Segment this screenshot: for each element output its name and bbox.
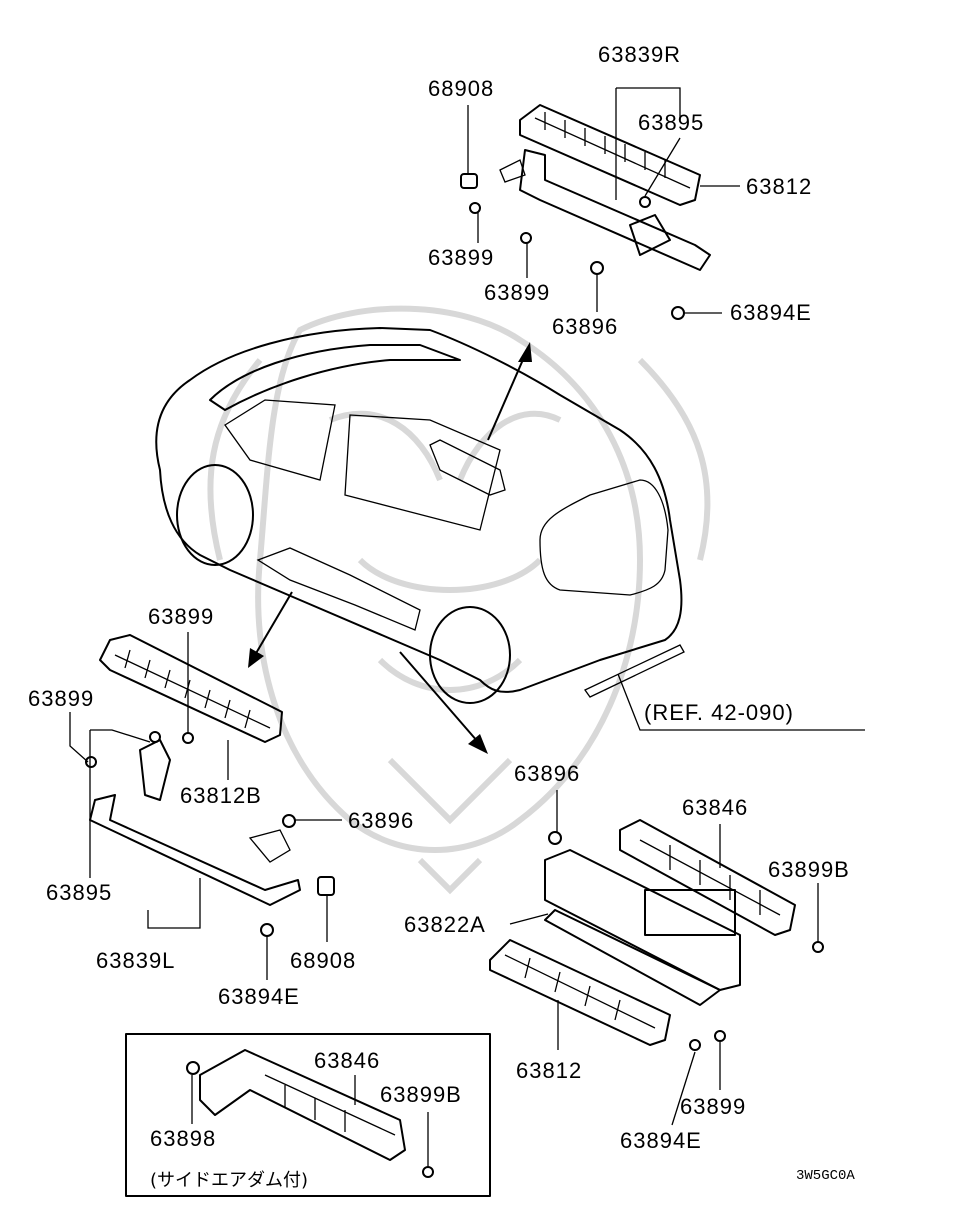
label-63812B: 63812B bbox=[180, 783, 262, 808]
inset-note: (サイドエアダム付) bbox=[150, 1170, 308, 1191]
label-63839L: 63839L bbox=[96, 948, 175, 973]
label-63839R: 63839R bbox=[598, 42, 681, 67]
vehicle-body bbox=[155, 327, 685, 704]
label-63894E-right: 63894E bbox=[620, 1128, 702, 1153]
label-68908-left: 68908 bbox=[290, 948, 356, 973]
label-63898: 63898 bbox=[150, 1126, 216, 1151]
label-63899-top-b: 63899 bbox=[484, 280, 550, 305]
direction-arrows bbox=[248, 342, 532, 754]
label-63896-left: 63896 bbox=[348, 808, 414, 833]
watermark-emblem bbox=[207, 305, 711, 895]
part-labels: 63839R 68908 63895 63812 63899 63899 638… bbox=[28, 42, 855, 1191]
label-63846-inset: 63846 bbox=[314, 1048, 380, 1073]
figure-code: 3W5GC0A bbox=[796, 1168, 855, 1184]
label-63899-left-b: 63899 bbox=[28, 686, 94, 711]
label-63899B-inset: 63899B bbox=[380, 1082, 462, 1107]
reference-note: (REF. 42-090) bbox=[644, 700, 794, 725]
label-63895-top: 63895 bbox=[638, 110, 704, 135]
label-63896-top: 63896 bbox=[552, 314, 618, 339]
label-63896-right: 63896 bbox=[514, 761, 580, 786]
label-63822A: 63822A bbox=[404, 912, 486, 937]
leader-lines bbox=[69, 87, 865, 1166]
inset-box bbox=[125, 1033, 491, 1197]
label-68908-top: 68908 bbox=[428, 76, 494, 101]
label-63899-left-a: 63899 bbox=[148, 604, 214, 629]
label-63899-right: 63899 bbox=[680, 1094, 746, 1119]
step-assembly-lower-right bbox=[489, 819, 824, 1051]
label-63899B-right: 63899B bbox=[768, 857, 850, 882]
label-63899-top-a: 63899 bbox=[428, 245, 494, 270]
label-63894E-top: 63894E bbox=[730, 300, 812, 325]
label-63812-right: 63812 bbox=[516, 1058, 582, 1083]
label-63894E-left: 63894E bbox=[218, 984, 300, 1009]
step-assembly-right bbox=[460, 104, 711, 320]
label-63812-top: 63812 bbox=[746, 174, 812, 199]
label-63895-left: 63895 bbox=[46, 880, 112, 905]
label-63846-right: 63846 bbox=[682, 795, 748, 820]
